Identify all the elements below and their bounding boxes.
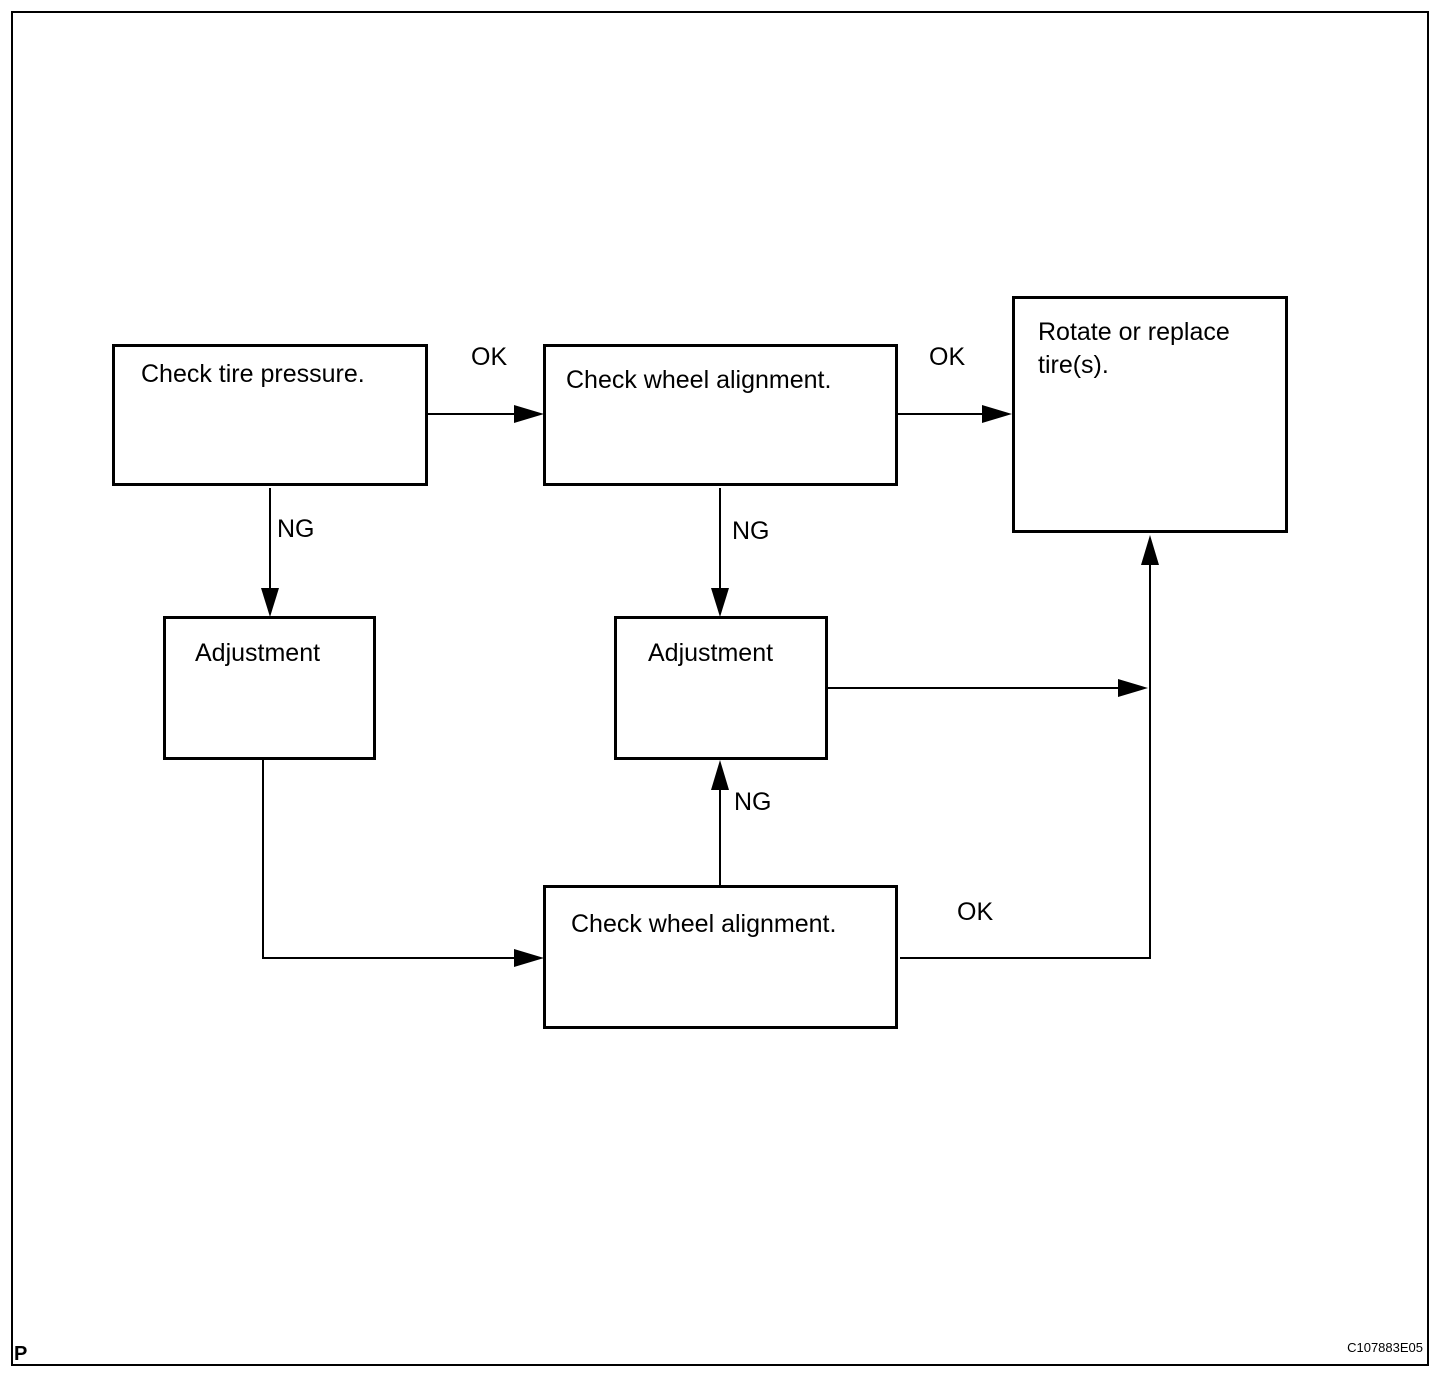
ng-label-2: NG	[732, 517, 770, 545]
connector-adjustment1-to-check2	[262, 760, 514, 959]
connector-check2-ok-to-rotate	[900, 565, 1151, 959]
check-wheel-alignment-text-1: Check wheel alignment.	[566, 366, 832, 394]
check-wheel-alignment-box-1	[543, 344, 898, 486]
arrowhead-down	[261, 588, 279, 617]
check-wheel-alignment-text-2: Check wheel alignment.	[571, 910, 837, 938]
adjustment-text-2: Adjustment	[648, 639, 774, 667]
arrowhead-up	[711, 760, 729, 790]
arrowhead-right	[514, 949, 544, 967]
ok-label-2: OK	[929, 343, 966, 371]
rotate-or-replace-text: Rotate or replace tire(s).	[1038, 318, 1230, 379]
ng-label-3: NG	[734, 788, 772, 816]
diagram-frame	[11, 11, 1429, 1366]
arrowhead-up	[1141, 535, 1159, 565]
arrowhead-down	[711, 588, 729, 617]
figure-code: C107883E05	[1347, 1340, 1423, 1355]
arrowhead-right	[1118, 679, 1148, 697]
rotate-or-replace-box	[1012, 296, 1288, 533]
adjustment-box-1	[163, 616, 376, 760]
ng-label-1: NG	[277, 515, 315, 543]
check-tire-pressure-text: Check tire pressure.	[141, 360, 365, 388]
adjustment-box-2	[614, 616, 828, 760]
adjustment-text-1: Adjustment	[195, 639, 321, 667]
corner-letter: P	[14, 1343, 28, 1365]
ok-label-3: OK	[957, 898, 994, 926]
check-wheel-alignment-box-2	[543, 885, 898, 1029]
arrowhead-right	[982, 405, 1012, 423]
ok-label-1: OK	[471, 343, 508, 371]
arrowhead-right	[514, 405, 544, 423]
check-tire-pressure-box	[112, 344, 428, 486]
